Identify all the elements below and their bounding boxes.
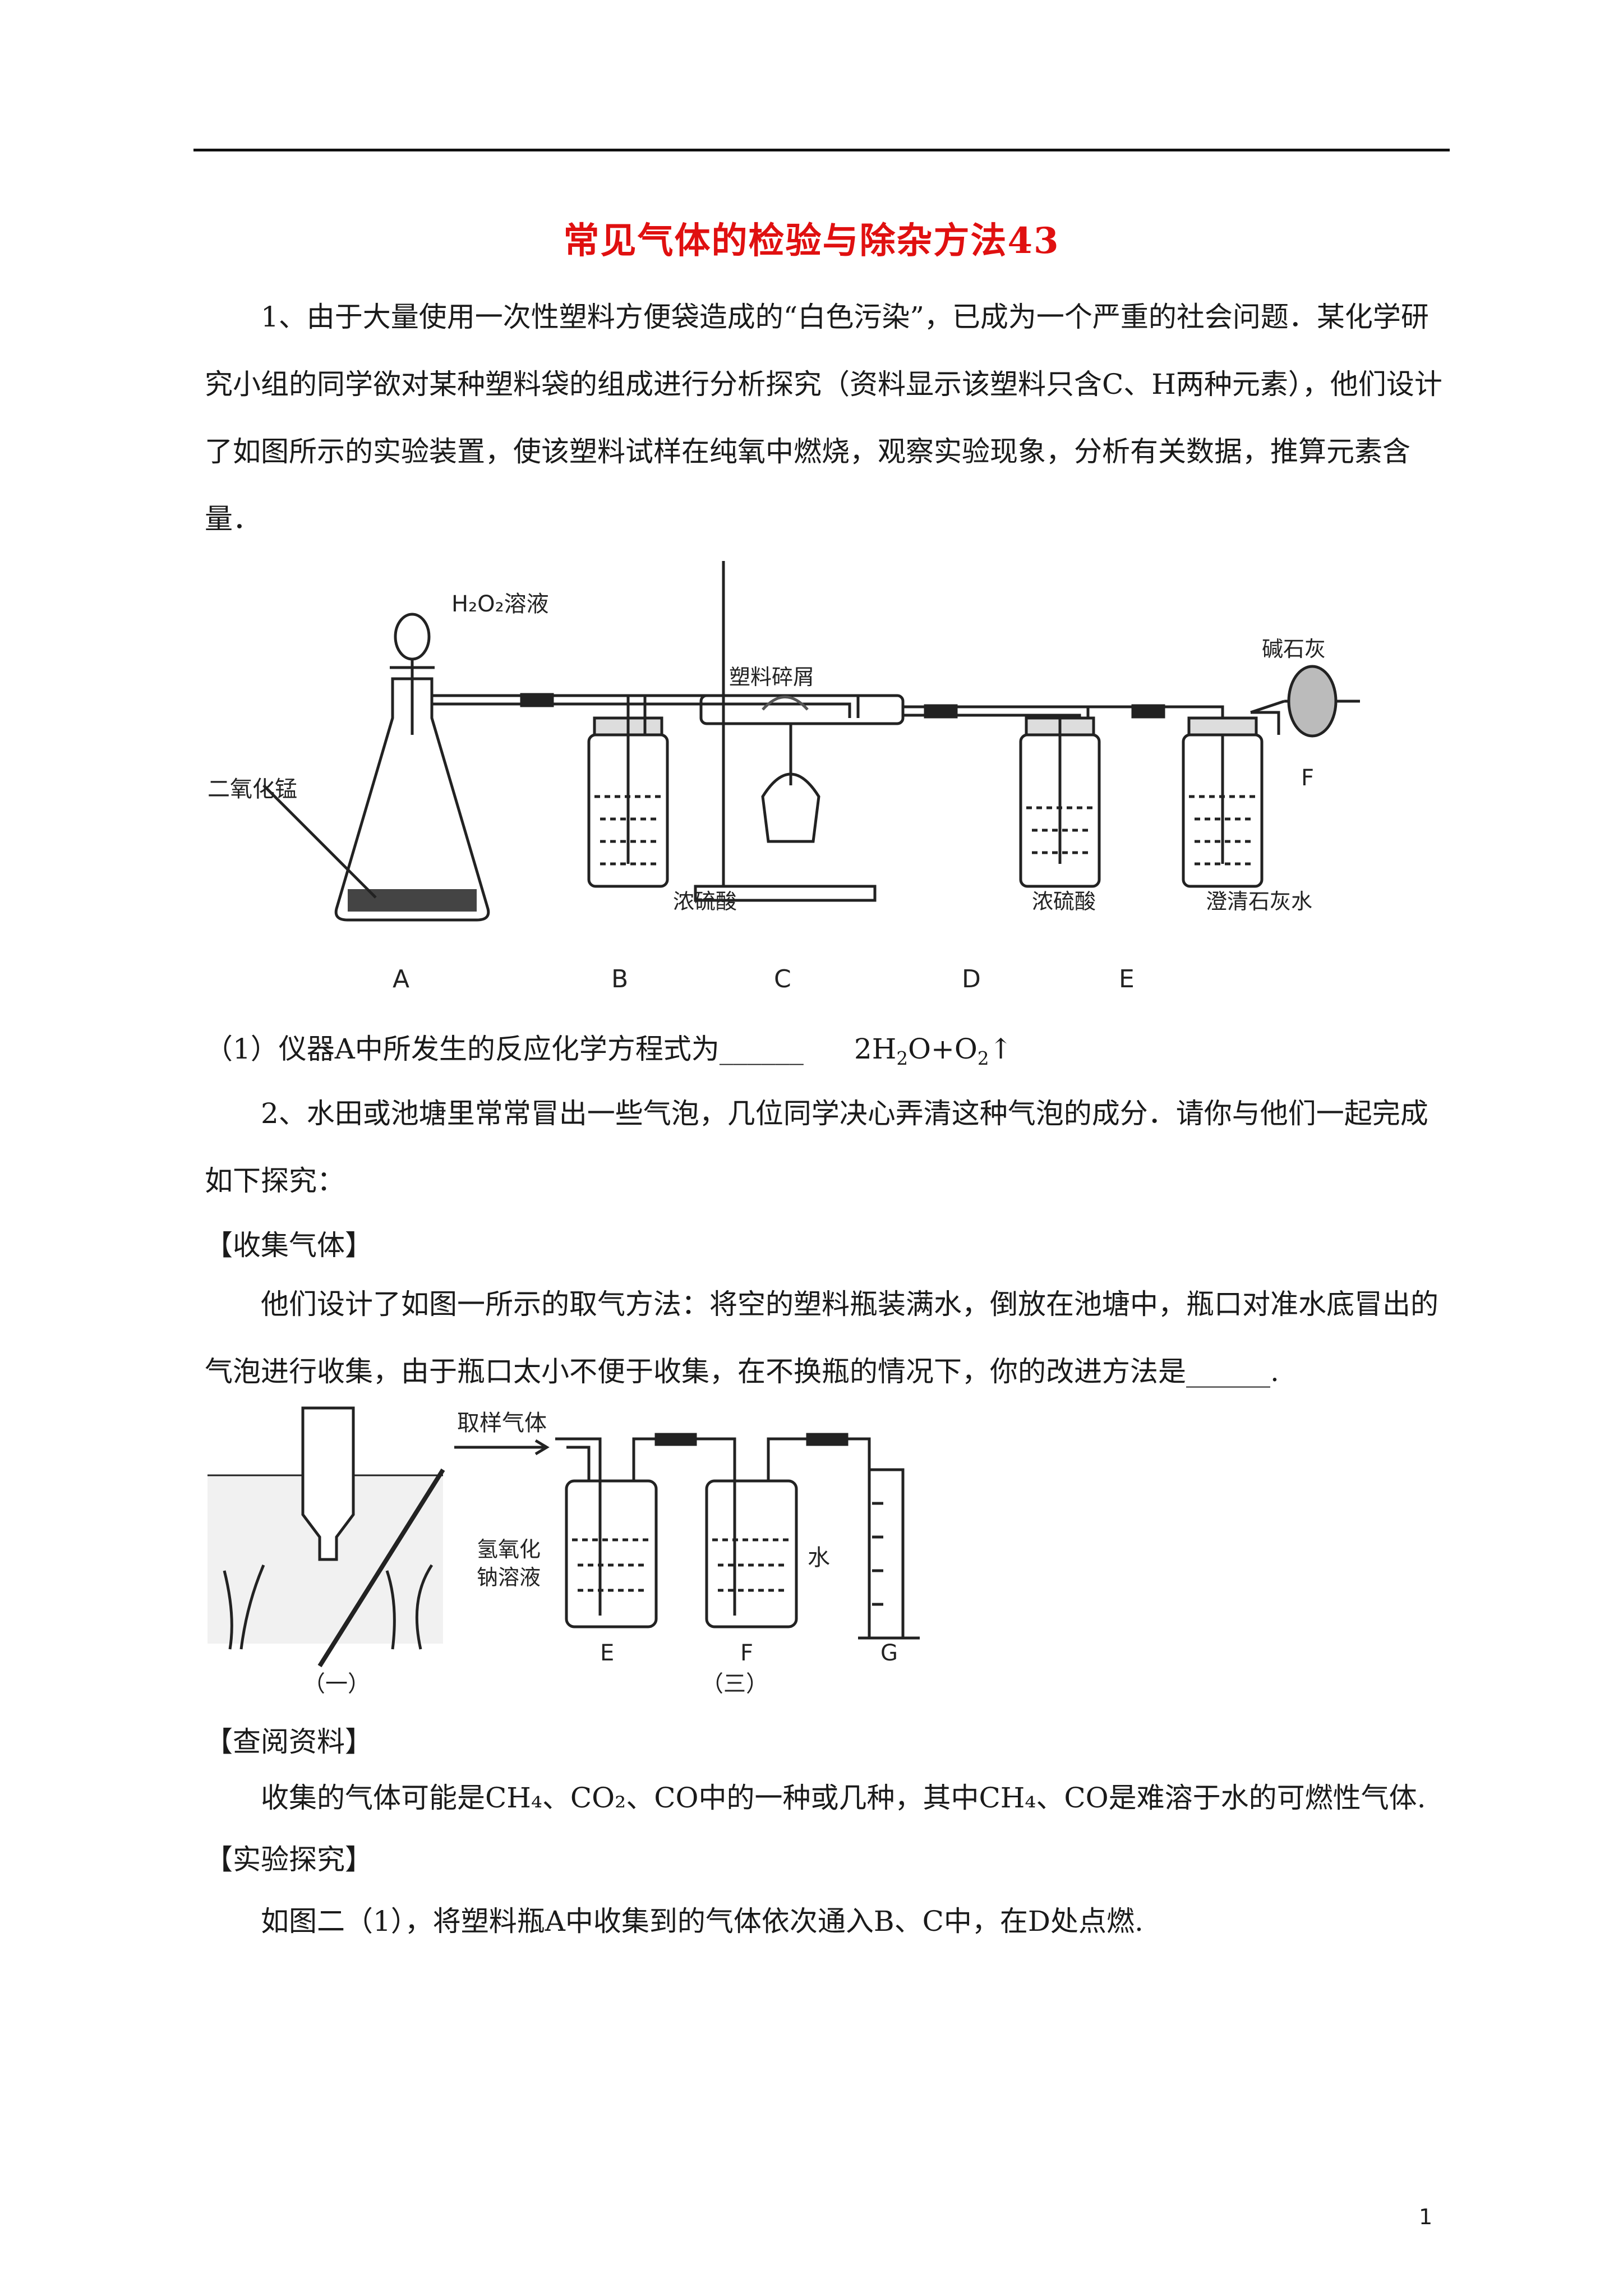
apparatus-figure-2: 取样气体 氢氧化 钠溶液 水 E F G （一） （三） [208,1406,920,1697]
label-c: C [774,965,791,993]
refs-heading: 【查阅资料】 [205,1726,373,1758]
collect-heading: 【收集气体】 [205,1229,373,1262]
label-b: B [611,965,628,993]
explore-heading: 【实验探究】 [205,1843,373,1876]
question-1-text: 1、由于大量使用一次性塑料方便袋造成的“白色污染”，已成为一个严重的社会问题．某… [205,301,1442,535]
refs-text: 收集的气体可能是CH₄、CO₂、CO中的一种或几种，其中CH₄、CO是难溶于水的… [261,1782,1426,1814]
naoh-label-line-1: 氢氧化 [477,1537,541,1562]
caption-figure-one: （一） [303,1671,370,1697]
label-a: A [393,965,409,993]
collect-text: 他们设计了如图一所示的取气方法：将空的塑料瓶装满水，倒放在池塘中，瓶口对准水底冒… [205,1288,1438,1388]
plastic-label: 塑料碎屑 [729,665,814,689]
sub1-eq-b-sub: 2 [977,1048,989,1069]
label-g2: G [880,1640,898,1666]
sub1-eq-a: 2H [854,1033,897,1065]
dropping-funnel [394,613,431,661]
sub1-blank: ______ [719,1033,804,1065]
sample-gas-label: 取样气体 [457,1410,547,1436]
combustion-tube-c [699,694,905,725]
sub1-eq-a-sub: 2 [896,1048,909,1069]
drying-tube-f [1287,665,1338,738]
graduated-cylinder-g [868,1468,905,1640]
label-d: D [962,965,981,993]
caption-figure-three: （三） [701,1671,768,1697]
alcohol-burner [761,772,820,843]
page-title: 常见气体的检验与除杂方法43 [563,220,1060,262]
explore-text: 如图二（1），将塑料瓶A中收集到的气体依次通入B、C中，在D处点燃. [261,1905,1144,1938]
label-f2: F [740,1640,753,1666]
mno2-label: 二氧化锰 [208,776,297,802]
label-e2: E [600,1640,614,1666]
f-label: F [1301,765,1314,791]
label-e: E [1119,965,1135,993]
question-2-text: 2、水田或池塘里常常冒出一些气泡，几位同学决心弄清这种气泡的成分．请你与他们一起… [205,1097,1428,1197]
naoh-label-line-2: 钠溶液 [477,1565,541,1590]
sodalime-label: 碱石灰 [1262,637,1326,661]
water-label: 水 [808,1545,830,1571]
flask-a [334,677,490,922]
sub1-eq-arrow: ↑ [989,1033,1013,1065]
bottle-e2 [565,1479,658,1628]
acid-label-d: 浓硫酸 [1032,889,1096,914]
sub1-eq-b: O+O [908,1033,978,1065]
inverted-bottle [301,1406,355,1561]
question-1-sub-1: （1）仪器A中所发生的反应化学方程式为______2H2O+O2↑ [205,1027,1013,1069]
header-rule [193,149,1450,151]
sub1-prefix: （1）仪器A中所发生的反应化学方程式为 [205,1033,720,1065]
limewater-label: 澄清石灰水 [1206,889,1312,914]
apparatus-figure-1: H₂O₂溶液 二氧化锰 塑料碎屑 浓硫酸 浓硫酸 澄清石灰水 碱石灰 F A B… [208,561,1360,993]
page-number: 1 [1419,2205,1433,2229]
h2o2-label: H₂O₂溶液 [451,591,549,617]
bottle-f2 [705,1479,798,1628]
acid-label-b: 浓硫酸 [673,889,737,914]
